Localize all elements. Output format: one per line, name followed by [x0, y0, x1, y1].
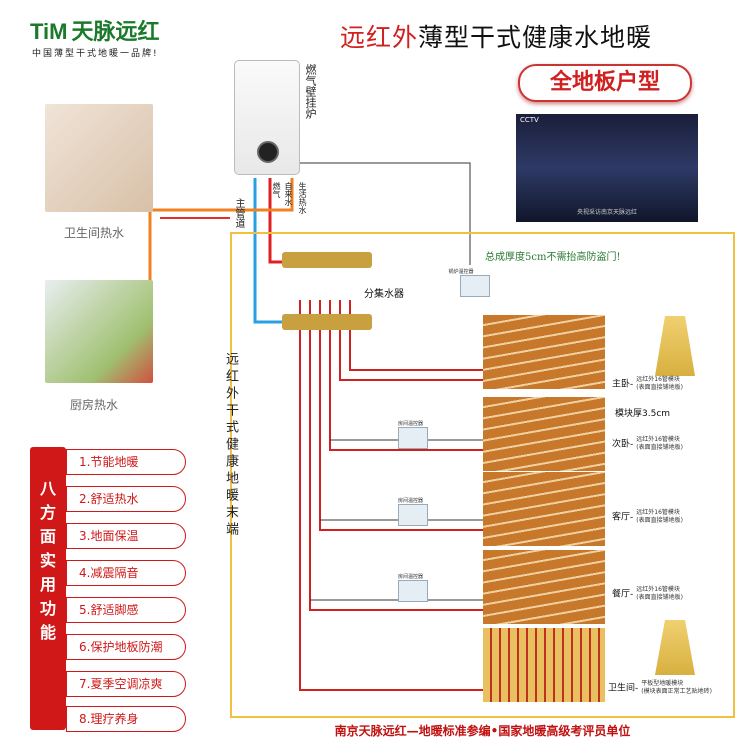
function-item: 8.理疗养身 [66, 706, 186, 732]
manifold-top [282, 252, 372, 268]
floor-label: 主卧-远红外16管模块(表面直接铺地板) [612, 376, 683, 391]
bathroom-hot-water-label: 卫生间热水 [64, 226, 125, 240]
boiler-label: 燃气壁挂炉 [304, 64, 317, 119]
brand-name: 天脉远红 [71, 19, 160, 44]
tv-caption: 央视采访南京天脉远红 [576, 209, 637, 216]
module-note: (表面直接铺地板) [636, 594, 683, 601]
room-thermostat-label: 房间温控器 [398, 498, 424, 504]
house-type-badge: 全地板户型 [518, 64, 692, 102]
page-title: 远红外薄型干式健康水地暖 [340, 18, 652, 54]
bathroom-photo [45, 104, 153, 212]
module-type: 远红外16管模块 [636, 436, 680, 443]
vertical-end-label: 远红外干式健康地暖末端 [223, 352, 238, 539]
function-item: 5.舒适脚感 [66, 597, 186, 623]
thickness-note: 总成厚度5cm不需抬高防盗门! [485, 252, 621, 263]
floor-label: 餐厅-远红外16管模块(表面直接铺地板) [612, 586, 683, 601]
function-item: 2.舒适热水 [66, 486, 186, 512]
function-item: 4.减震隔音 [66, 560, 186, 586]
module-type: 平板型地暖模块 [641, 680, 684, 687]
room-thermostat: 房间温控器 [398, 573, 428, 602]
function-item: 1.节能地暖 [66, 449, 186, 475]
function-item: 6.保护地板防潮 [66, 634, 186, 660]
module-thickness: 模块厚3.5cm [615, 409, 671, 419]
tv-interview-photo: CCTV 央视采访南京天脉远红 [516, 114, 698, 222]
floor-photo-living [483, 472, 605, 546]
floor-photo-dining [483, 550, 605, 624]
functions-title-bar: 八方面实用功能 [30, 447, 66, 730]
room-name: 主卧 [612, 379, 631, 390]
module-note: (表面直接铺地板) [636, 384, 683, 391]
module-type: 远红外16管模块 [636, 509, 680, 516]
boiler-thermostat-label: 锅炉温控器 [448, 269, 474, 275]
kitchen-photo [45, 280, 153, 383]
room-name: 卫生间 [608, 683, 636, 694]
room-thermostat-label: 房间温控器 [398, 421, 424, 427]
boiler-thermostat: 锅炉温控器 [432, 268, 490, 297]
thermostat-icon [398, 427, 428, 449]
room-name: 客厅 [612, 512, 631, 523]
hot-water-pipe [148, 178, 294, 215]
module-note: (表面直接铺地板) [636, 517, 683, 524]
room-name: 次卧 [612, 439, 631, 450]
return-pipe [253, 178, 290, 324]
room-thermostat: 房间温控器 [398, 497, 428, 526]
domestic-hot-water-label: 生活热水 [298, 182, 307, 214]
title-rest: 薄型干式健康水地暖 [418, 23, 653, 52]
thermostat-icon [460, 275, 490, 297]
kitchen-hot-water-label: 厨房热水 [70, 398, 119, 412]
boiler-display-icon [257, 141, 279, 163]
footer-banner: 南京天脉远红—地暖标准参编•国家地暖高级考评员单位 [334, 724, 631, 738]
thermostat-icon [398, 580, 428, 602]
gas-pipe-label: 燃气 [272, 182, 281, 198]
module-type: 远红外16管模块 [636, 376, 680, 383]
manifold-bottom [282, 314, 372, 330]
floor-label: 卫生间-平板型地暖模块(模块表面正常工艺贴地砖) [608, 680, 712, 695]
module-note: (表面直接铺地板) [636, 444, 683, 451]
room-thermostat-label: 房间温控器 [398, 574, 424, 580]
title-highlight: 远红外 [340, 23, 419, 52]
brand-slogan: 中国薄型干式地暖一品牌! [32, 49, 159, 59]
manifold-label: 分集水器 [364, 289, 404, 300]
floor-photo-second [483, 397, 605, 471]
functions-title: 八方面实用功能 [39, 479, 56, 642]
room-thermostat: 房间温控器 [398, 420, 428, 449]
floor-photo-master [483, 315, 605, 389]
room-name: 餐厅 [612, 589, 631, 600]
logo-mark: TiM [30, 19, 68, 44]
function-item: 7.夏季空调凉爽 [66, 671, 186, 697]
gas-boiler [234, 60, 300, 175]
main-pipe-label: 主管道 [233, 198, 244, 228]
tv-channel: CCTV [520, 116, 539, 124]
function-item: 3.地面保温 [66, 523, 186, 549]
module-note: (模块表面正常工艺贴地砖) [641, 688, 712, 695]
floor-photo-bathroom [483, 628, 605, 702]
tap-water-label: 自来水 [284, 182, 293, 206]
module-type: 远红外16管模块 [636, 586, 680, 593]
floor-label: 客厅-远红外16管模块(表面直接铺地板) [612, 509, 683, 524]
floor-heating-zone [230, 232, 735, 718]
thermostat-icon [398, 504, 428, 526]
floor-label: 次卧-远红外16管模块(表面直接铺地板) [612, 436, 683, 451]
